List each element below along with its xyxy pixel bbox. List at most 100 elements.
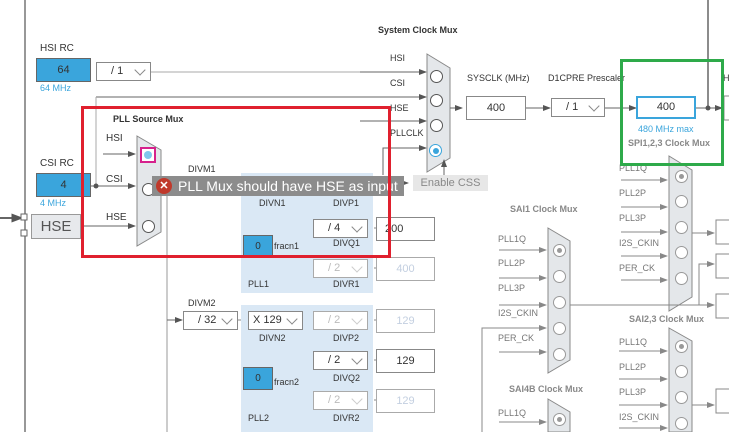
sys-mux-input-hsi: HSI: [390, 53, 406, 63]
csi-rc-title: CSI RC: [40, 158, 74, 169]
pll1-divr-label: DIVR1: [333, 279, 360, 289]
hsi-rc-freq: 64 MHz: [40, 83, 72, 93]
chevron-down-icon: [221, 313, 233, 325]
spi123-mux-title: SPI1,2,3 Clock Mux: [628, 138, 711, 148]
sai23-mux-radio-pll2p[interactable]: [675, 365, 688, 378]
sai1-mux-title: SAI1 Clock Mux: [510, 204, 578, 214]
pll1-divm-label: DIVM1: [188, 164, 216, 174]
hse-block[interactable]: HSE: [31, 214, 81, 239]
chevron-down-icon: [351, 261, 363, 273]
pll1-fracn-label: fracn1: [274, 241, 300, 251]
pll1-divq-value: / 4: [328, 222, 341, 234]
sysclk-value: 400: [466, 96, 526, 120]
partial-h-label: H: [723, 73, 729, 83]
chevron-down-icon: [351, 393, 363, 405]
sai1-mux-radio-pll1q[interactable]: [553, 244, 566, 257]
pll2-fracn-label: fracn2: [274, 377, 300, 387]
spi-mux-radio-i2s-ckin[interactable]: [675, 246, 688, 259]
pll2-divn-value: X 129: [253, 314, 282, 326]
sai23-mux-title: SAI2,3 Clock Mux: [629, 314, 705, 324]
sys-mux-radio-csi[interactable]: [430, 94, 443, 107]
spi-mux-input-pll3p: PLL3P: [619, 213, 647, 223]
sai23-mux-input-pll3p: PLL3P: [619, 387, 647, 397]
hsi-divider-select[interactable]: / 1: [96, 62, 151, 81]
sai4b-mux-input-pll1q: PLL1Q: [498, 408, 527, 418]
chevron-down-icon: [286, 313, 298, 325]
pll1-label: PLL1: [248, 279, 270, 289]
pll2-divn-label: DIVN2: [259, 333, 286, 343]
sai23-mux-input-pll2p: PLL2P: [619, 362, 647, 372]
error-tooltip: ✕ PLL Mux should have HSE as input: [152, 176, 404, 196]
pll2-divp-label: DIVP2: [333, 333, 360, 343]
sys-mux-radio-pllclk[interactable]: [429, 144, 442, 157]
sai1-mux-radio-pll2p[interactable]: [553, 270, 566, 283]
d1cpre-value: / 1: [566, 101, 579, 113]
pll2-divp-value: / 2: [328, 314, 341, 326]
pll1-r-output: 400: [376, 257, 435, 281]
pll2-divn-select[interactable]: X 129: [248, 311, 303, 330]
sai1-mux-input-pll2p: PLL2P: [498, 258, 526, 268]
error-icon: ✕: [156, 178, 172, 194]
sai1-mux-input-pll1q: PLL1Q: [498, 234, 527, 244]
sysclk-label: SYSCLK (MHz): [467, 73, 530, 83]
pll2-r-output: 129: [376, 389, 435, 413]
spi-mux-radio-pll1q[interactable]: [675, 170, 688, 183]
sys-mux-radio-hsi[interactable]: [430, 70, 443, 83]
sai1-mux-input-i2s-ckin: I2S_CKIN: [498, 308, 539, 318]
d1cpre-select[interactable]: / 1: [551, 98, 605, 117]
sai1-mux-radio-pll3p[interactable]: [553, 296, 566, 309]
pll2-divr-select[interactable]: / 2: [313, 391, 368, 410]
pll1-divn-label: DIVN1: [259, 198, 286, 208]
pll-mux-radio-hsi[interactable]: [140, 147, 156, 163]
sai23-mux-radio-pll3p[interactable]: [675, 391, 688, 404]
sai1-mux-radio-per-ck[interactable]: [553, 348, 566, 361]
hsi-rc-value[interactable]: 64: [36, 58, 91, 82]
sai1-mux-input-pll3p: PLL3P: [498, 283, 526, 293]
cpu-clock-value[interactable]: 400: [636, 96, 696, 119]
sys-mux-input-hse: HSE: [390, 103, 409, 113]
spi-mux-input-i2s-ckin: I2S_CKIN: [619, 238, 660, 248]
sai23-mux-radio-i2s-ckin[interactable]: [675, 417, 688, 430]
pll2-divp-select[interactable]: / 2: [313, 311, 368, 330]
sai1-mux-radio-i2s-ckin[interactable]: [553, 322, 566, 335]
d1cpre-label: D1CPRE Prescaler: [548, 73, 626, 83]
pll2-divm-label: DIVM2: [188, 298, 216, 308]
pll2-divr-value: / 2: [328, 394, 341, 406]
pll1-divr-value: / 2: [328, 262, 341, 274]
cpu-clock-highlight: [620, 59, 724, 166]
pll-mux-radio-hse[interactable]: [142, 220, 155, 233]
sai23-mux-radio-pll1q[interactable]: [675, 340, 688, 353]
pll-mux-input-csi: CSI: [106, 174, 123, 185]
sys-mux-input-csi: CSI: [390, 78, 406, 88]
sai4b-mux-radio-pll1q[interactable]: [553, 413, 566, 426]
sai4b-mux-title: SAI4B Clock Mux: [509, 384, 584, 394]
pll2-divm-select[interactable]: / 32: [183, 311, 238, 330]
chevron-down-icon: [134, 64, 146, 76]
hsi-divider-value: / 1: [111, 65, 124, 77]
spi-mux-input-pll2p: PLL2P: [619, 188, 647, 198]
pll2-divq-select[interactable]: / 2: [313, 351, 368, 370]
spi-mux-input-pll1q: PLL1Q: [619, 163, 648, 173]
cpu-clock-max: 480 MHz max: [638, 124, 694, 134]
spi-mux-input-per-ck: PER_CK: [619, 263, 656, 273]
pll-source-mux-title: PLL Source Mux: [113, 114, 184, 124]
spi-mux-radio-per-ck[interactable]: [675, 272, 688, 285]
pll-mux-input-hsi: HSI: [106, 133, 123, 144]
pll1-divq-select[interactable]: / 4: [313, 219, 368, 238]
sys-mux-radio-hse[interactable]: [430, 119, 443, 132]
hsi-rc-title: HSI RC: [40, 43, 74, 54]
pll1-divr-select[interactable]: / 2: [313, 259, 368, 278]
system-clock-mux-title: System Clock Mux: [378, 25, 458, 35]
chevron-down-icon: [351, 313, 363, 325]
enable-css-button[interactable]: Enable CSS: [413, 175, 488, 191]
pll1-divq-label: DIVQ1: [333, 238, 361, 248]
pll2-divr-label: DIVR2: [333, 413, 360, 423]
error-tooltip-text: PLL Mux should have HSE as input: [178, 178, 398, 194]
spi-mux-radio-pll2p[interactable]: [675, 195, 688, 208]
pll1-divp-label: DIVP1: [333, 198, 360, 208]
pll2-q-output: 129: [376, 349, 435, 373]
pll2-fracn-value[interactable]: 0: [243, 367, 273, 390]
sai23-mux-input-i2s-ckin: I2S_CKIN: [619, 412, 660, 422]
spi-mux-radio-pll3p[interactable]: [675, 221, 688, 234]
pll-source-mux-highlight: [81, 106, 391, 258]
